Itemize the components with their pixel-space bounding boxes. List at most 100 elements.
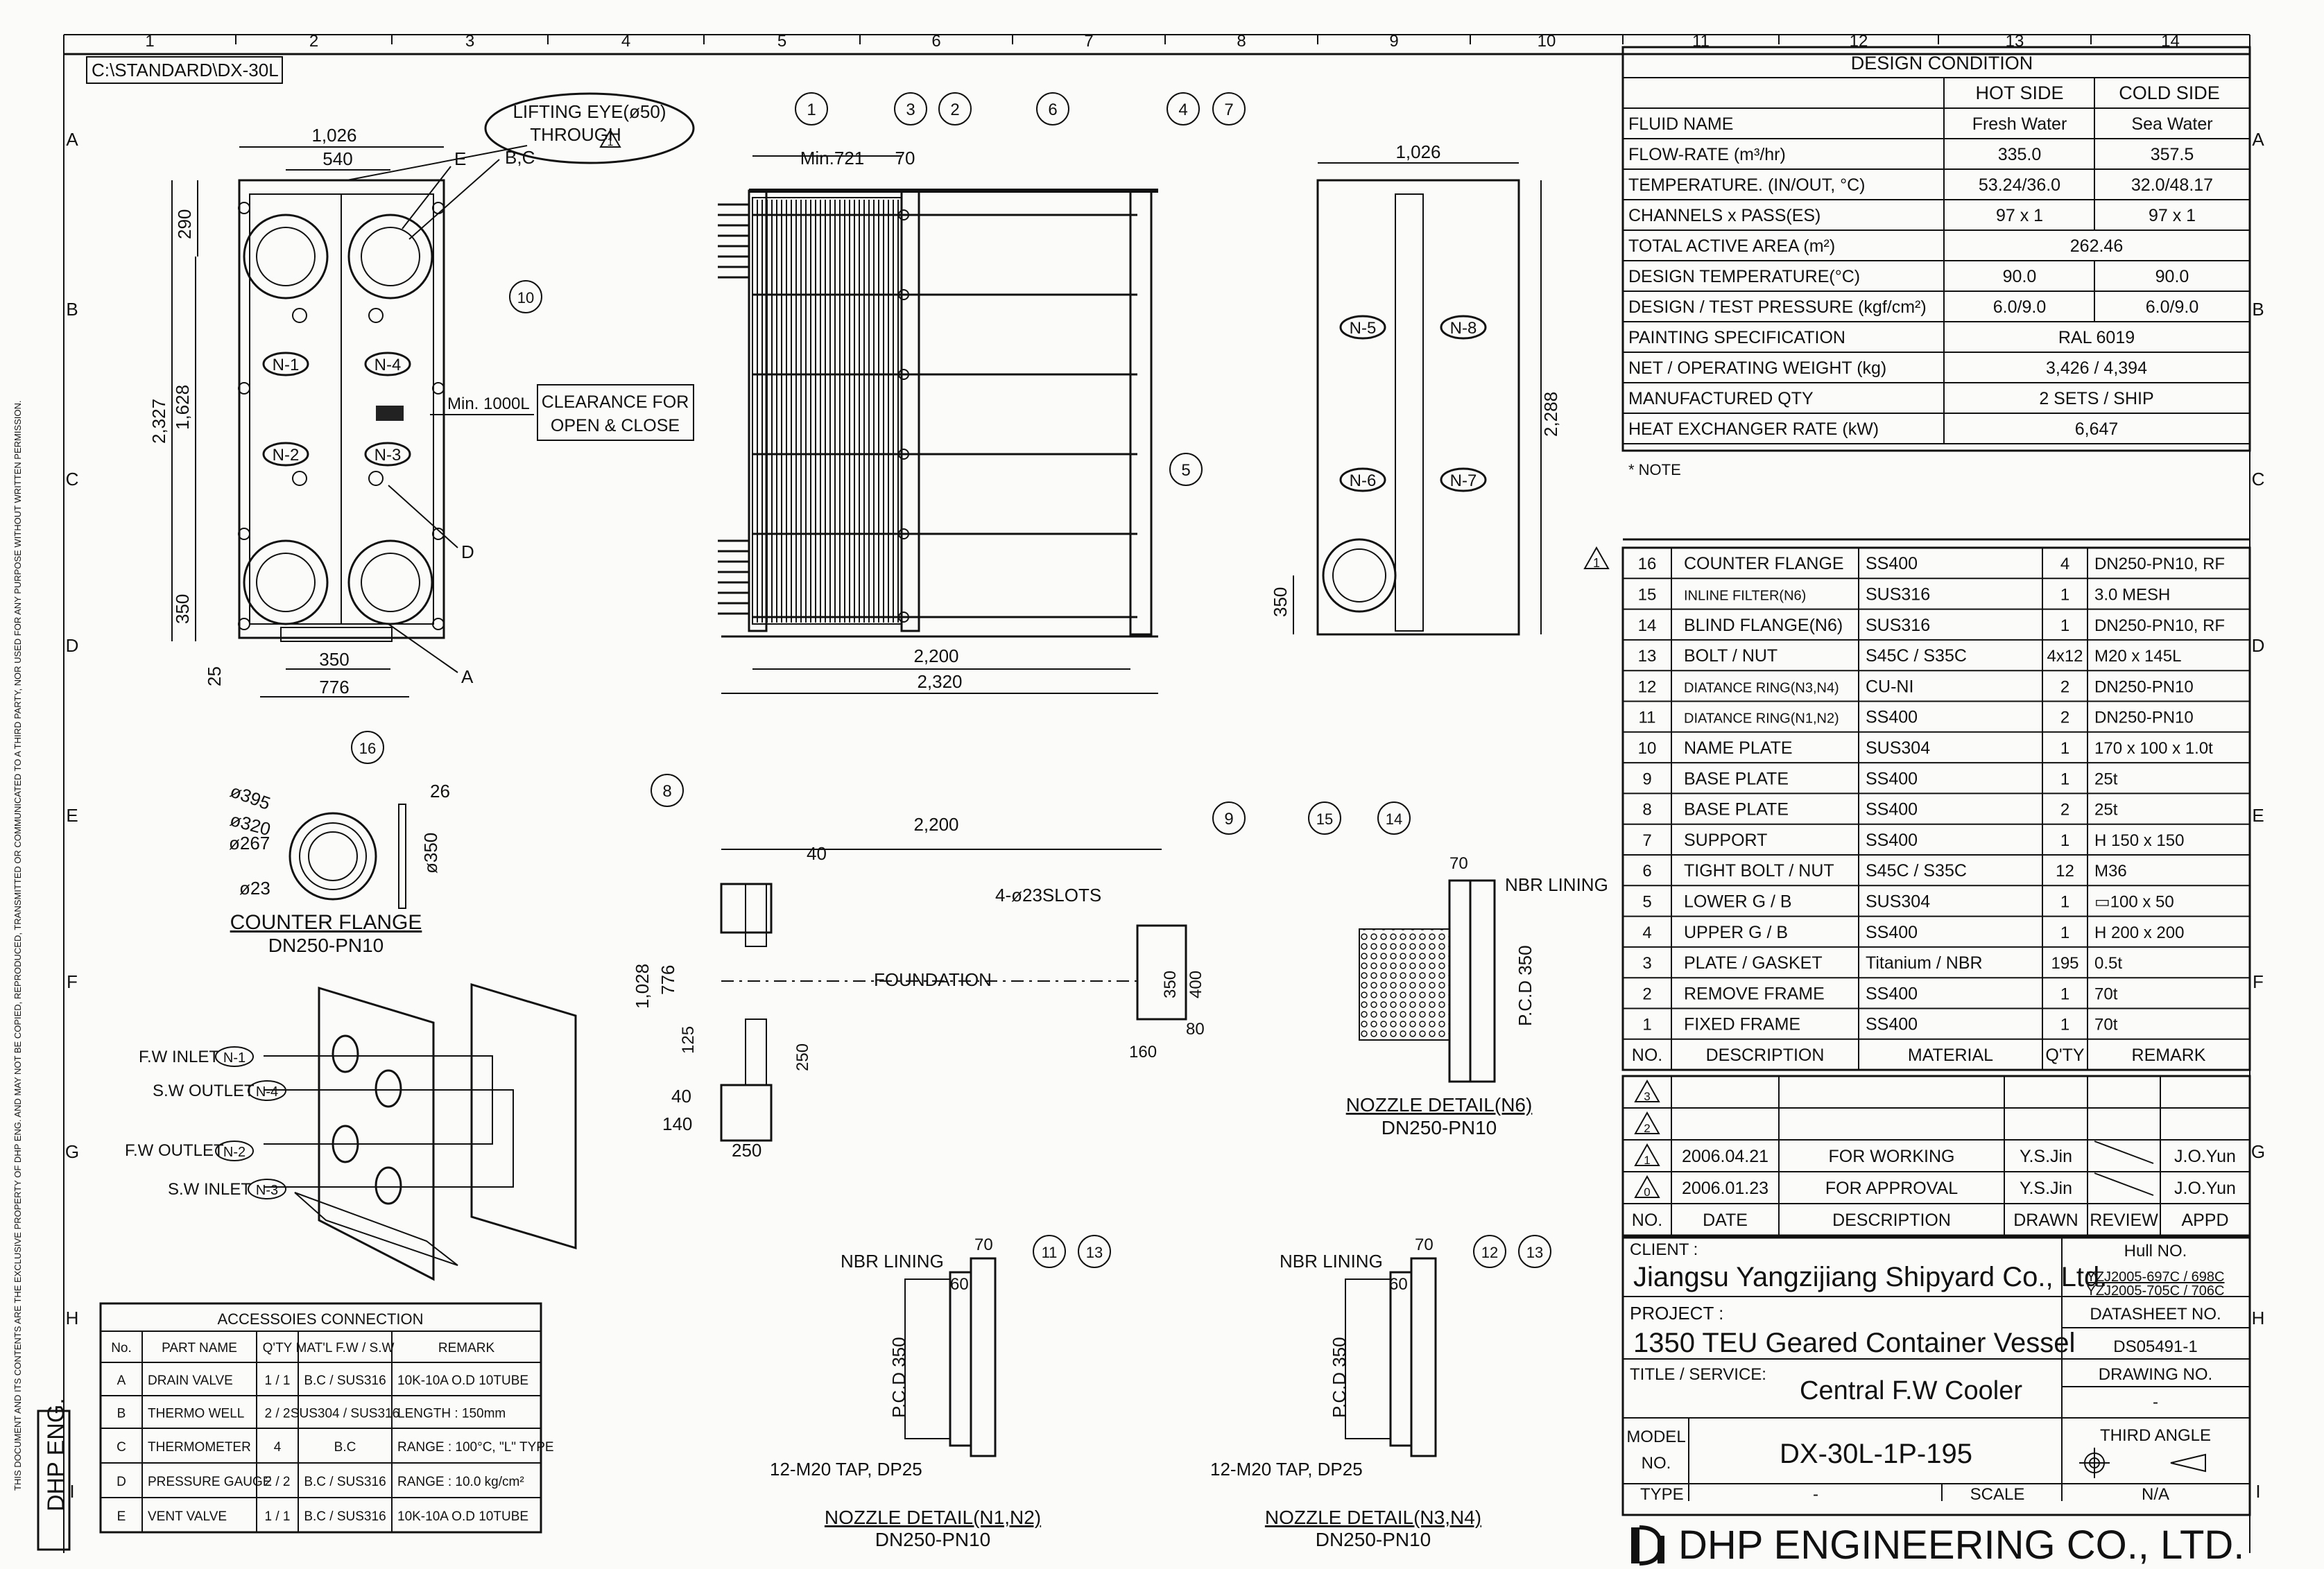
dim-70: 70 [895, 148, 915, 168]
n6-title: NOZZLE DETAIL(N6) [1346, 1094, 1533, 1116]
grid-row-label-right: C [2252, 469, 2265, 489]
design-title: DESIGN CONDITION [1851, 53, 2033, 73]
grid-row-label-left: G [65, 1141, 79, 1162]
bom-desc: SUPPORT [1684, 831, 1767, 850]
cf-t26: 26 [430, 781, 450, 801]
bom-material: SS400 [1866, 800, 1918, 820]
balloon-2: 2 [950, 101, 959, 119]
port-n2 [243, 539, 329, 625]
flow-fw-outlet: F.W OUTLET [125, 1141, 224, 1160]
file-path: C:\STANDARD\DX-30L [92, 60, 279, 80]
dim-2200: 2,200 [913, 645, 958, 666]
flow-n4: N-4 [256, 1084, 278, 1100]
dhp-logo [1631, 1525, 1664, 1566]
side-view: Min.721 70 2,200 2,320 [718, 148, 1158, 694]
design-row-value: 6,647 [2075, 419, 2119, 439]
n12-tap: 12-M20 TAP, DP25 [770, 1459, 922, 1480]
bom-qty: 2 [2060, 677, 2069, 696]
bom-desc: NAME PLATE [1684, 738, 1793, 758]
bom-qty: 1 [2060, 1016, 2069, 1034]
n34-title: NOZZLE DETAIL(N3,N4) [1265, 1507, 1481, 1528]
bom-header: MATERIAL [1908, 1046, 1993, 1065]
bom-qty: 1 [2060, 924, 2069, 942]
design-row-cold: Sea Water [2131, 114, 2212, 134]
design-row-label: HEAT EXCHANGER RATE (kW) [1628, 419, 1879, 439]
bom-qty: 1 [2060, 831, 2069, 850]
tag-n7: N-7 [1450, 471, 1477, 490]
grid-row-label-right: I [2255, 1481, 2260, 1502]
bom-qty: 1 [2060, 892, 2069, 911]
fd-250: 250 [793, 1043, 812, 1071]
type-value: - [1813, 1485, 1818, 1504]
bom-remark: H 150 x 150 [2094, 831, 2184, 850]
acc-header: REMARK [438, 1341, 495, 1355]
grid-row-label-right: H [2252, 1308, 2265, 1328]
n12-60: 60 [950, 1275, 969, 1294]
clearance-line1: CLEARANCE FOR [542, 392, 689, 412]
bom-material: SS400 [1866, 554, 1918, 573]
tie-bolt-nut [898, 289, 909, 300]
rev-mark: 2 [1644, 1122, 1650, 1135]
letter-d: D [461, 541, 474, 562]
bom-remark: DN250-PN10, RF [2094, 555, 2225, 573]
bom-desc: BLIND FLANGE(N6) [1684, 616, 1843, 635]
bom-qty: 1 [2060, 985, 2069, 1003]
port-n1 [243, 214, 329, 300]
design-row-label: MANUFACTURED QTY [1628, 389, 1814, 408]
bom-rev-mark: 1 [1593, 556, 1600, 570]
bom-material: SUS316 [1866, 584, 1930, 604]
grid-col-label: 1 [145, 32, 154, 51]
fd-350: 350 [1161, 971, 1180, 998]
grid-row-label-left: H [66, 1308, 79, 1328]
letter-a: A [461, 666, 474, 687]
fd-2200: 2,200 [913, 814, 958, 835]
cf-d350: ø350 [420, 833, 441, 874]
bom-qty: 2 [2060, 709, 2069, 727]
foundation-detail: 2,200 40 4-ø23SLOTS FOUNDATION 1,028 776… [632, 814, 1205, 1161]
company-name: DHP ENGINEERING CO., LTD. [1678, 1523, 2244, 1568]
grid-row-label-right: F [2253, 971, 2264, 992]
rev-appd: J.O.Yun [2174, 1179, 2236, 1198]
tag-n3: N-3 [375, 446, 402, 465]
name-plate-mark [376, 406, 404, 421]
model-label1: MODEL [1626, 1428, 1685, 1446]
bom-no: 4 [1642, 924, 1651, 942]
grid-row-label-left: B [66, 299, 78, 320]
bom-qty: 1 [2060, 770, 2069, 788]
balloon-9: 9 [1224, 810, 1233, 829]
design-row-cold: 357.5 [2151, 145, 2194, 164]
n12-title: NOZZLE DETAIL(N1,N2) [825, 1507, 1041, 1528]
grid-row-label-right: D [2252, 635, 2265, 656]
third-angle: THIRD ANGLE [2100, 1426, 2211, 1445]
balloon-1: 1 [807, 101, 816, 119]
rev-header: REVIEW [2090, 1211, 2158, 1230]
rev-header: DESCRIPTION [1832, 1211, 1951, 1230]
hull-1: YZJ2005-697C / 698C [2086, 1269, 2224, 1285]
design-row-cold: 97 x 1 [2149, 206, 2196, 225]
bom-material: S45C / S35C [1866, 646, 1967, 666]
acc-cell: THERMOMETER [148, 1440, 251, 1455]
n34-70: 70 [1415, 1236, 1434, 1254]
bom-desc: DIATANCE RING(N3,N4) [1684, 680, 1839, 695]
title-block: CLIENT : Jiangsu Yangzijiang Shipyard Co… [1621, 1236, 2251, 1568]
rev-desc: FOR APPROVAL [1825, 1179, 1958, 1198]
bom-no: 15 [1638, 585, 1657, 604]
rev-date: 2006.01.23 [1682, 1179, 1768, 1198]
bom-desc: INLINE FILTER(N6) [1684, 588, 1806, 603]
balloon-6: 6 [1048, 101, 1057, 119]
project-label: PROJECT : [1630, 1303, 1723, 1324]
rev-mark-triangle [1634, 1143, 1660, 1166]
fd-400: 400 [1187, 971, 1205, 998]
bom-remark: DN250-PN10 [2094, 677, 2194, 696]
bom-header: REMARK [2132, 1046, 2206, 1065]
bom-no: 6 [1642, 862, 1651, 881]
grid-col-label: 4 [621, 32, 630, 51]
grid-row-label-right: B [2252, 299, 2264, 320]
rev-header: DRAWN [2013, 1211, 2078, 1230]
margin-notice: THIS DOCUMENT AND ITS CONTENTS ARE THE E… [12, 400, 23, 1491]
grid-col-label: 7 [1084, 32, 1093, 51]
bom-qty: 1 [2060, 739, 2069, 758]
rev-mark-triangle [1634, 1111, 1660, 1134]
rev-mark-triangle [1634, 1174, 1660, 1198]
